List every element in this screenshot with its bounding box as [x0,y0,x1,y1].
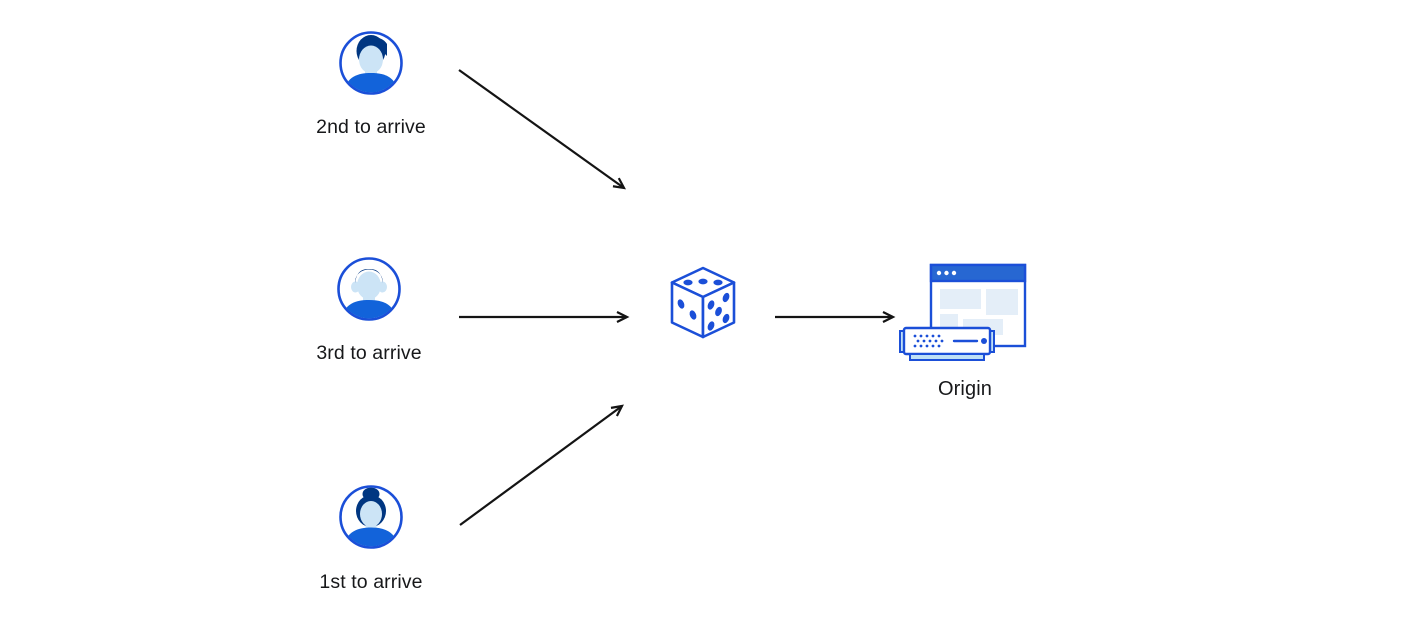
user-node-3rd [336,256,402,327]
origin-label: Origin [938,378,992,400]
user-label-2nd: 2nd to arrive [316,116,426,138]
user-node-2nd [338,30,404,101]
arrow-user-1st-to-dice [459,404,624,526]
user-avatar-female-bun-icon [339,485,403,549]
user-avatar-male-short-hair-icon [337,257,401,321]
dice-node [667,265,739,346]
user-avatar-male-swept-hair-icon [339,31,403,95]
arrow-user-2nd-to-dice [458,69,627,190]
origin-node [898,262,1028,369]
server-vent-dots [913,334,944,348]
user-label-3rd: 3rd to arrive [316,342,422,364]
user-node-1st [338,484,404,555]
dice-icon [670,266,736,339]
origin-server-browser-icon [899,263,1027,361]
user-label-1st: 1st to arrive [319,571,423,593]
